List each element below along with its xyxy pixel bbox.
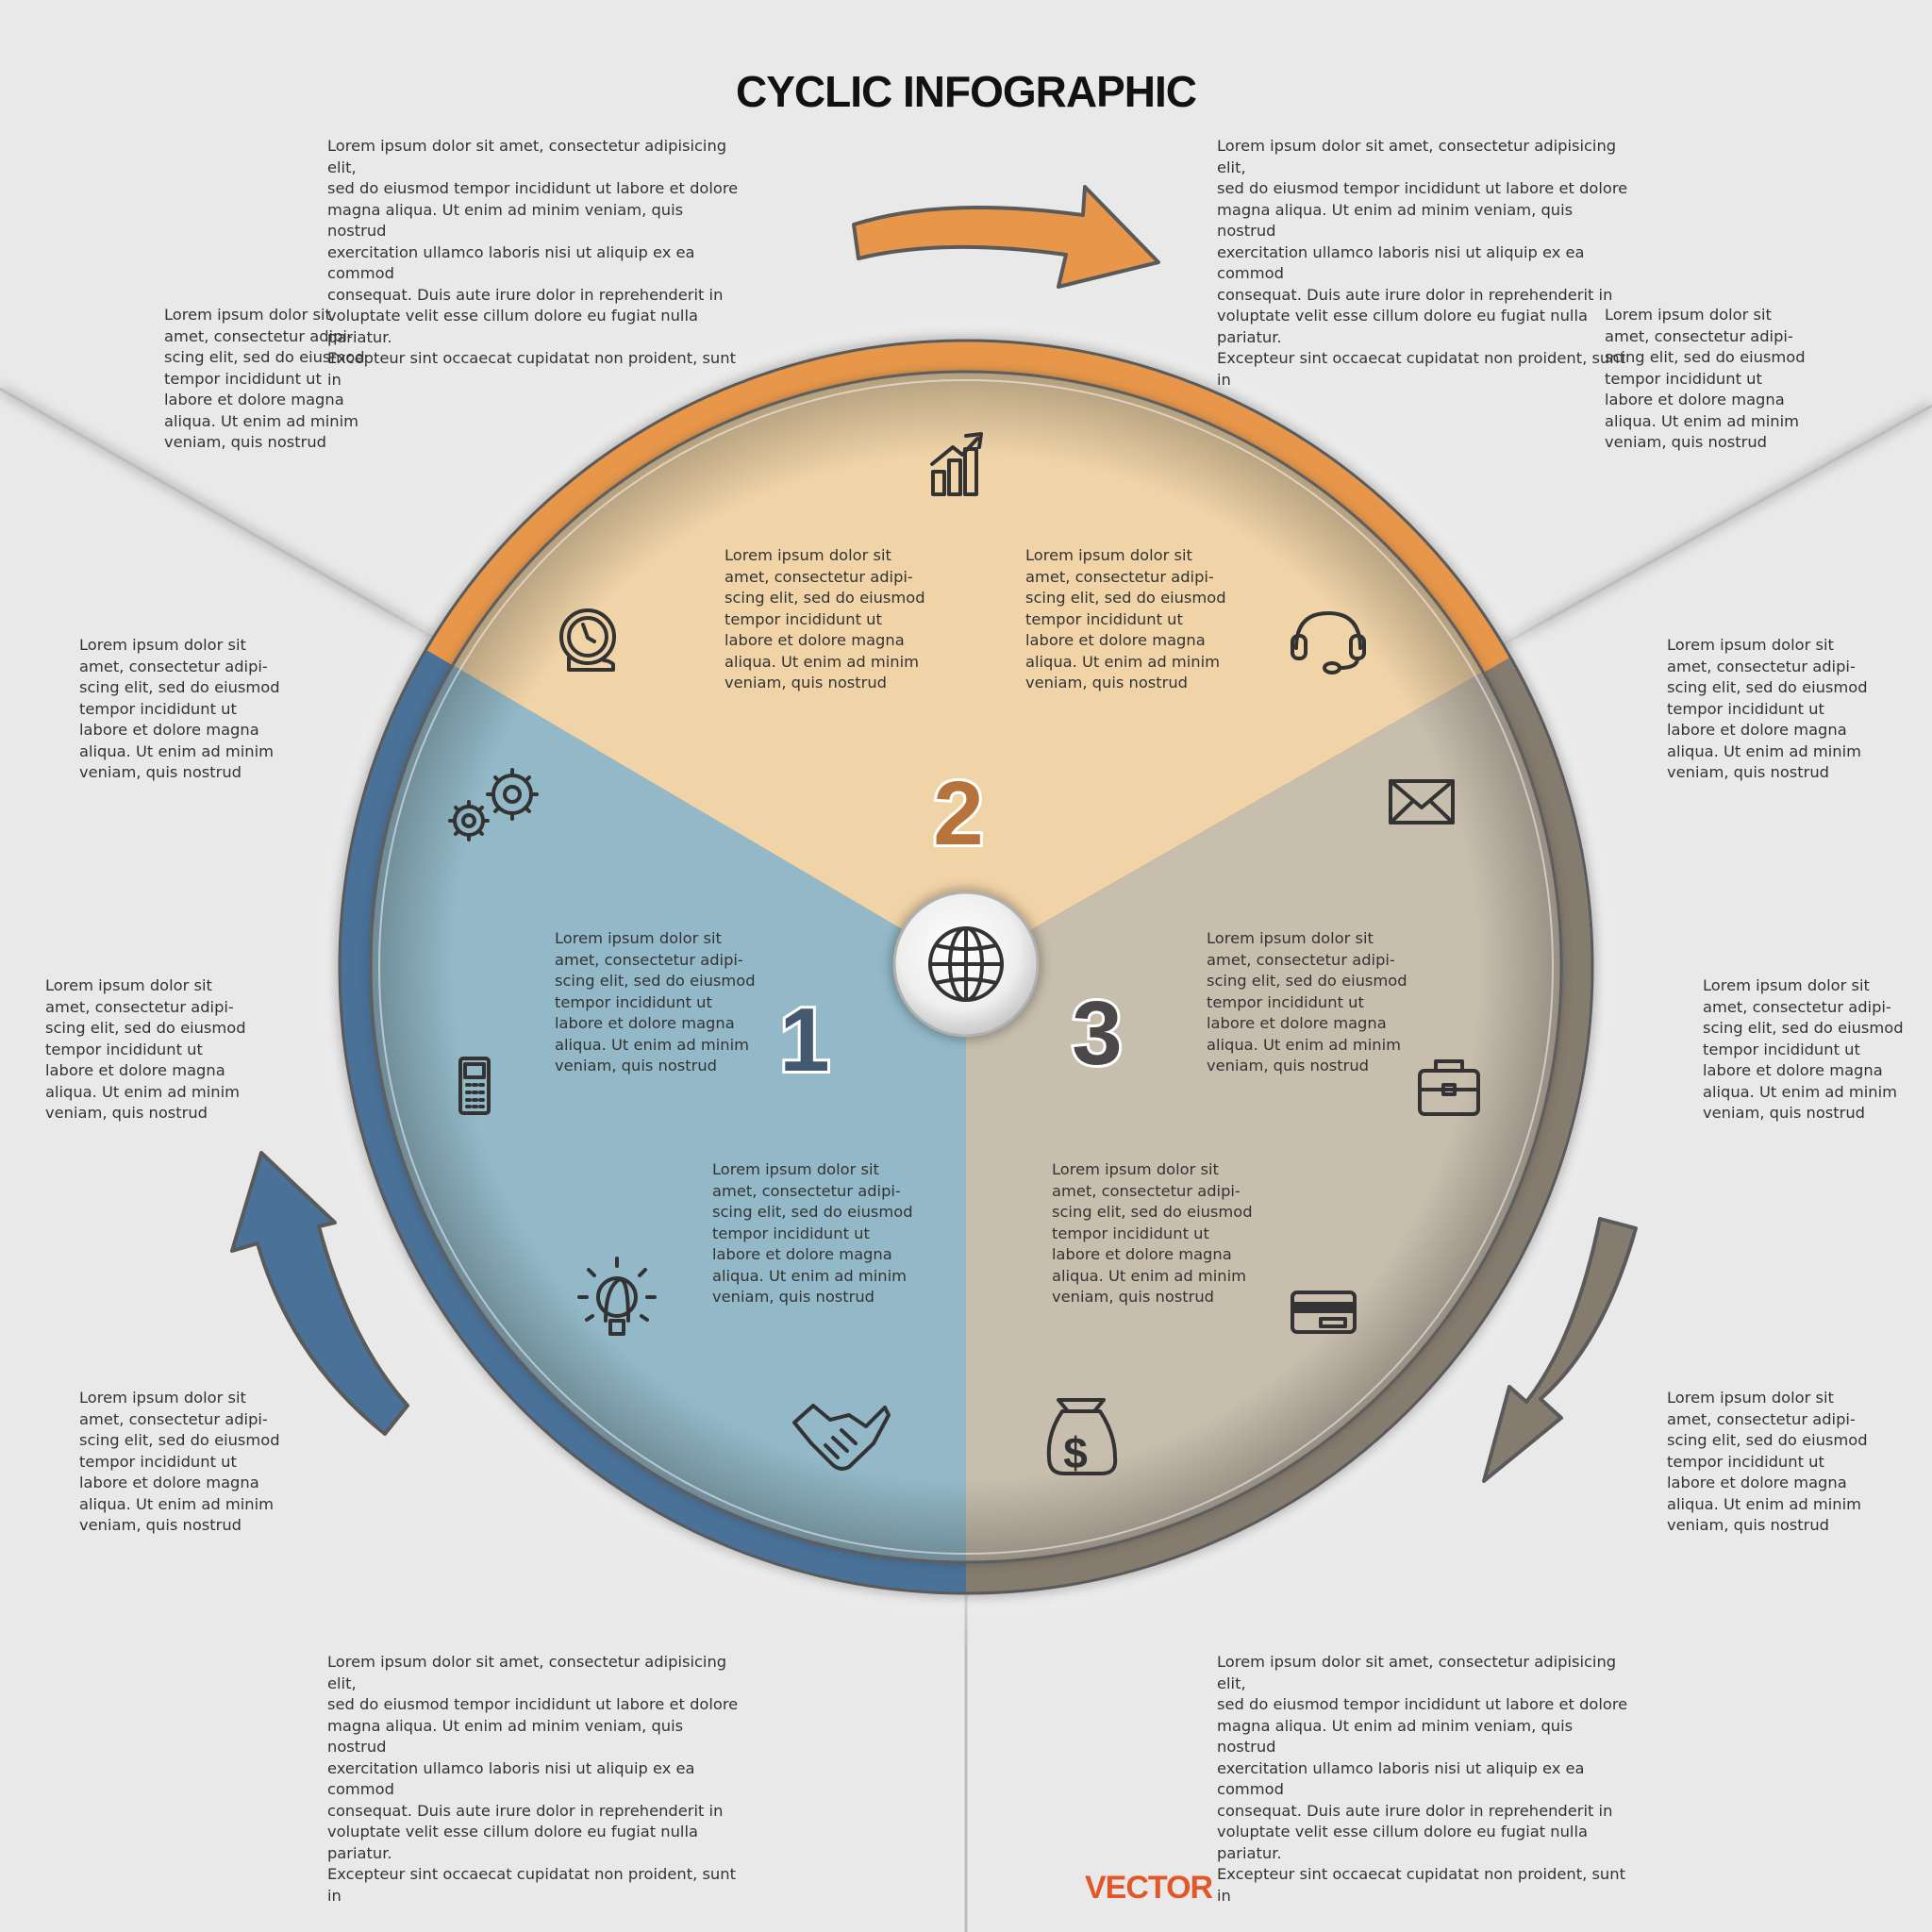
- segment-2-number: 2: [933, 763, 983, 864]
- clock-icon: [559, 608, 616, 672]
- text-block-bottom-left: Lorem ipsum dolor sit amet, consectetur …: [327, 1653, 739, 1905]
- envelope-icon: [1389, 779, 1455, 824]
- segment-2-text-left: Lorem ipsum dolor sit amet, consectetur …: [724, 546, 925, 691]
- globe-icon: [928, 926, 1004, 1002]
- segment-2-text-right: Lorem ipsum dolor sit amet, consectetur …: [1025, 546, 1226, 691]
- svg-text:$: $: [1063, 1428, 1088, 1477]
- text-block-right-1: Lorem ipsum dolor sit amet, consectetur …: [1605, 306, 1806, 451]
- center-hub: [891, 889, 1041, 1040]
- segment-3-text-lower: Lorem ipsum dolor sit amet, consectetur …: [1052, 1160, 1253, 1306]
- mobile-phone-icon: [458, 1057, 491, 1115]
- segment-1-text-upper: Lorem ipsum dolor sit amet, consectetur …: [555, 929, 756, 1074]
- text-block-left-2: Lorem ipsum dolor sit amet, consectetur …: [79, 636, 280, 781]
- arrow-orange-icon: [852, 185, 1160, 289]
- segment-1-text-lower: Lorem ipsum dolor sit amet, consectetur …: [712, 1160, 913, 1306]
- text-block-right-2: Lorem ipsum dolor sit amet, consectetur …: [1667, 636, 1868, 781]
- segment-3-number: 3: [1072, 983, 1122, 1084]
- page-title: CYCLIC INFOGRAPHIC: [736, 67, 1197, 116]
- text-block-left-4: Lorem ipsum dolor sit amet, consectetur …: [79, 1389, 280, 1534]
- arrow-blue-icon: [230, 1151, 409, 1436]
- text-block-top-right: Lorem ipsum dolor sit amet, consectetur …: [1217, 137, 1628, 389]
- headset-icon: [1291, 611, 1366, 675]
- text-block-left-3: Lorem ipsum dolor sit amet, consectetur …: [45, 976, 246, 1122]
- bar-chart-growth-icon: [930, 432, 983, 496]
- handshake-icon: [792, 1404, 891, 1471]
- briefcase-icon: [1418, 1059, 1480, 1116]
- money-bag-icon: $: [1046, 1398, 1118, 1477]
- text-block-right-3: Lorem ipsum dolor sit amet, consectetur …: [1703, 976, 1904, 1122]
- credit-card-icon: [1291, 1291, 1357, 1334]
- arrow-gray-icon: [1482, 1217, 1638, 1483]
- lightbulb-icon: [577, 1257, 657, 1336]
- text-block-left-1: Lorem ipsum dolor sit amet, consectetur …: [164, 306, 365, 451]
- footer-label: VECTOR: [1085, 1870, 1213, 1906]
- text-block-right-4: Lorem ipsum dolor sit amet, consectetur …: [1667, 1389, 1868, 1534]
- segment-1-number: 1: [779, 990, 829, 1091]
- text-block-top-left: Lorem ipsum dolor sit amet, consectetur …: [327, 137, 739, 389]
- gears-icon: [448, 768, 539, 841]
- text-block-bottom-right: Lorem ipsum dolor sit amet, consectetur …: [1217, 1653, 1628, 1905]
- segment-3-text-upper: Lorem ipsum dolor sit amet, consectetur …: [1207, 929, 1407, 1074]
